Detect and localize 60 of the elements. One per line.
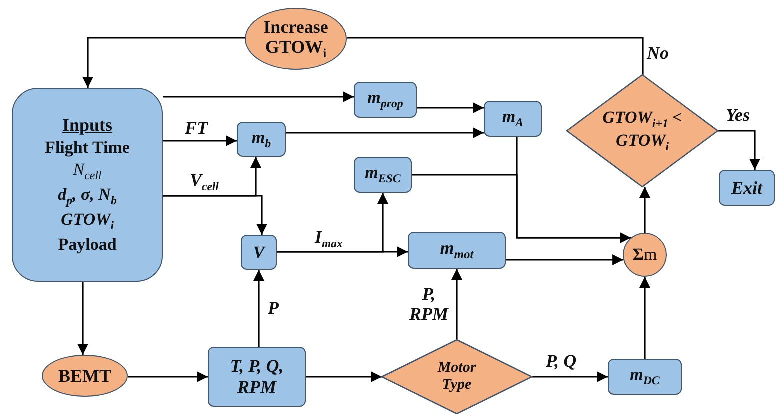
process-box: [608, 359, 682, 395]
edge-label: I$_{max}$: [315, 228, 343, 252]
node-label: m$_{A}$: [502, 107, 524, 131]
process-box: [241, 235, 277, 270]
process-box: [354, 157, 412, 193]
arrow: [506, 254, 624, 266]
sum-circle: [623, 233, 667, 277]
arrow: [163, 136, 237, 146]
arrow: [417, 102, 484, 114]
node-label: m$_{mot}$: [440, 238, 474, 263]
edge-label: No: [647, 44, 669, 64]
arrow: [286, 128, 484, 138]
node-label: Increase GTOW$_{i}$: [262, 16, 330, 62]
node-label: d$_{p}$, σ, N$_{b}$: [58, 184, 117, 208]
arrow: [82, 37, 246, 88]
arrow: [128, 372, 208, 382]
node-label: BEMT: [58, 366, 112, 386]
edge-label: P, Q: [546, 352, 577, 372]
arrow: [163, 92, 354, 102]
edge-label: V$_{cell}$: [190, 171, 219, 194]
connector-line: [346, 37, 644, 75]
box-heading: Inputs: [62, 115, 113, 136]
arrow: [640, 277, 650, 359]
arrow: [718, 130, 760, 170]
process-box: [484, 101, 542, 137]
node-label: T, P, Q, RPM: [229, 356, 285, 398]
node-label: Payload: [58, 234, 117, 254]
edge-label: FT: [185, 119, 208, 139]
edge-label: P: [268, 299, 279, 319]
node-label: m$_{prop}$: [368, 88, 404, 112]
node-label: m$_{b}$: [252, 128, 272, 152]
node-label: N$_{cell}$: [73, 160, 102, 183]
edge-label: P, RPM: [408, 285, 450, 325]
process-box: [354, 82, 417, 118]
node-label: Flight Time: [45, 138, 130, 158]
process-box: [719, 170, 775, 206]
node-label: V: [253, 242, 265, 262]
decision-diamond: [382, 340, 532, 414]
node-label: GTOW$_{i+1}$ < GTOW$_{i}$: [602, 108, 682, 154]
node-label: m$_{DC}$: [630, 365, 660, 389]
node-label: Exit: [731, 178, 762, 198]
process-box: [408, 232, 506, 269]
inputs-box: [12, 88, 163, 282]
arrow: [277, 193, 388, 253]
node-label: Motor Type: [436, 360, 478, 394]
arrow: [452, 269, 462, 340]
node-label: Σm: [632, 245, 658, 265]
edge-label: Yes: [726, 106, 750, 126]
arrow: [640, 187, 650, 233]
process-box: [208, 347, 306, 407]
arrow: [532, 372, 608, 382]
node-label: GTOW$_{i}$: [60, 210, 114, 233]
arrow: [78, 282, 88, 356]
process-box: [237, 122, 286, 157]
arrow: [163, 195, 268, 235]
arrow: [306, 372, 382, 382]
node-label: m$_{ESC}$: [365, 163, 401, 187]
arrow: [516, 137, 632, 244]
arrow: [254, 270, 264, 347]
decision-diamond: [567, 75, 718, 187]
